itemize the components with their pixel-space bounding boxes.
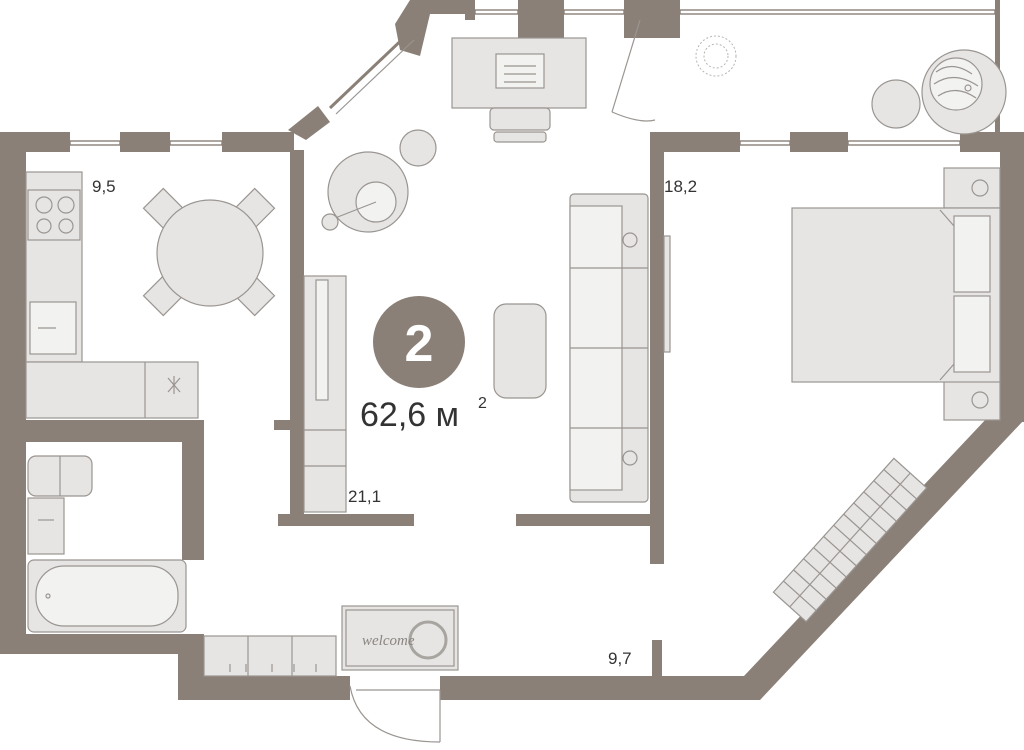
- living-area-label: 21,1: [348, 487, 381, 506]
- living-room: 2 62,6 м 2: [303, 37, 671, 513]
- hall: welcome: [203, 605, 459, 743]
- doormat-text: welcome: [362, 633, 415, 649]
- bedroom-area-label: 18,2: [664, 177, 697, 196]
- walls: [0, 0, 1024, 700]
- windows: [69, 9, 996, 146]
- bedroom: [772, 167, 1001, 623]
- kitchen-area-label: 9,5: [92, 177, 116, 196]
- total-area-unit-sup: 2: [478, 395, 487, 412]
- doormat: [341, 605, 459, 671]
- room-count-badge: [373, 296, 465, 388]
- balcony-door: [611, 19, 656, 122]
- bathroom: [27, 455, 187, 633]
- total-area: 62,6 м: [360, 396, 459, 434]
- hall-area-label: 9,7: [608, 649, 632, 668]
- balcony: [695, 35, 1007, 135]
- kitchen: [25, 171, 276, 419]
- room-count: 2: [405, 315, 434, 373]
